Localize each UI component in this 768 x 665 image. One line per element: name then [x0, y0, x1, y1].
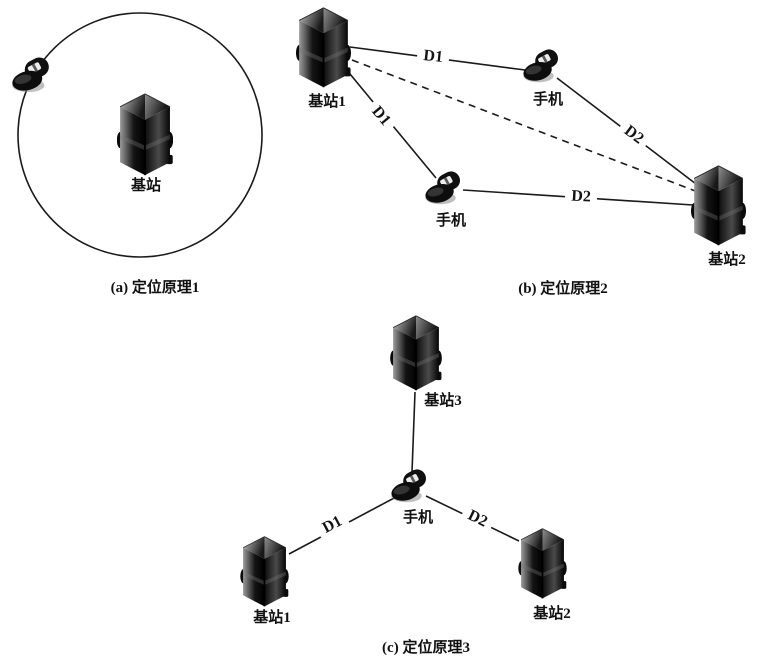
- label-backdrop: [460, 503, 496, 532]
- mobile-phone-icon: [425, 170, 464, 206]
- baseline-dashed-line: [351, 59, 699, 193]
- base-station-icon: [691, 164, 746, 247]
- d1-left-label-group: D1: [365, 98, 398, 133]
- link-line-station3: [411, 391, 416, 473]
- phone-bottom-b-label: 手机: [436, 211, 466, 229]
- d2-c-label: D2: [465, 507, 490, 531]
- station3-c-label: 基站3: [423, 391, 462, 409]
- caption-c: (c) 定位原理3: [382, 638, 470, 656]
- mobile-phone-icon: [391, 468, 430, 504]
- panel-b: D1 D2 D1 D2 基站1 手机 手机 基站2 (b) 定位原理2: [296, 6, 746, 297]
- base-station-icon: [117, 92, 173, 177]
- label-backdrop: [617, 118, 652, 150]
- range-circle: [17, 12, 263, 258]
- d1-c-label-group: D1: [314, 509, 350, 538]
- caption-b: (b) 定位原理2: [518, 279, 608, 297]
- base-station-icon: [239, 535, 290, 608]
- d1-top-label-group: D1: [416, 46, 450, 66]
- base-station-icon: [296, 6, 351, 89]
- phone-c-label: 手机: [403, 508, 433, 526]
- station1-b-label: 基站1: [307, 92, 346, 110]
- station2-c-label: 基站2: [532, 604, 571, 622]
- panel-a: 基站 (a) 定位原理1: [12, 12, 263, 296]
- d2-c-label-group: D2: [460, 503, 496, 532]
- phone-top-b-label: 手机: [533, 90, 563, 108]
- d2-bottom-label-group: D2: [564, 187, 598, 206]
- mobile-phone-icon: [12, 56, 53, 94]
- label-backdrop: [564, 187, 598, 204]
- station1-c-label: 基站1: [252, 608, 291, 626]
- base-station-icon: [517, 527, 568, 600]
- panel-c: D1 D2 基站3 手机 基站1 基站2 (c) 定位原理3: [239, 314, 571, 656]
- label-backdrop: [416, 46, 450, 65]
- caption-a: (a) 定位原理1: [111, 278, 200, 296]
- label-backdrop: [365, 98, 398, 133]
- station2-b-label: 基站2: [707, 250, 746, 268]
- d1-top-label: D1: [423, 47, 444, 66]
- mobile-phone-icon: [523, 48, 562, 84]
- station-a-label: 基站: [130, 176, 161, 194]
- d2-bottom-label: D2: [571, 188, 591, 206]
- label-backdrop: [314, 509, 350, 538]
- base-station-icon: [389, 314, 443, 392]
